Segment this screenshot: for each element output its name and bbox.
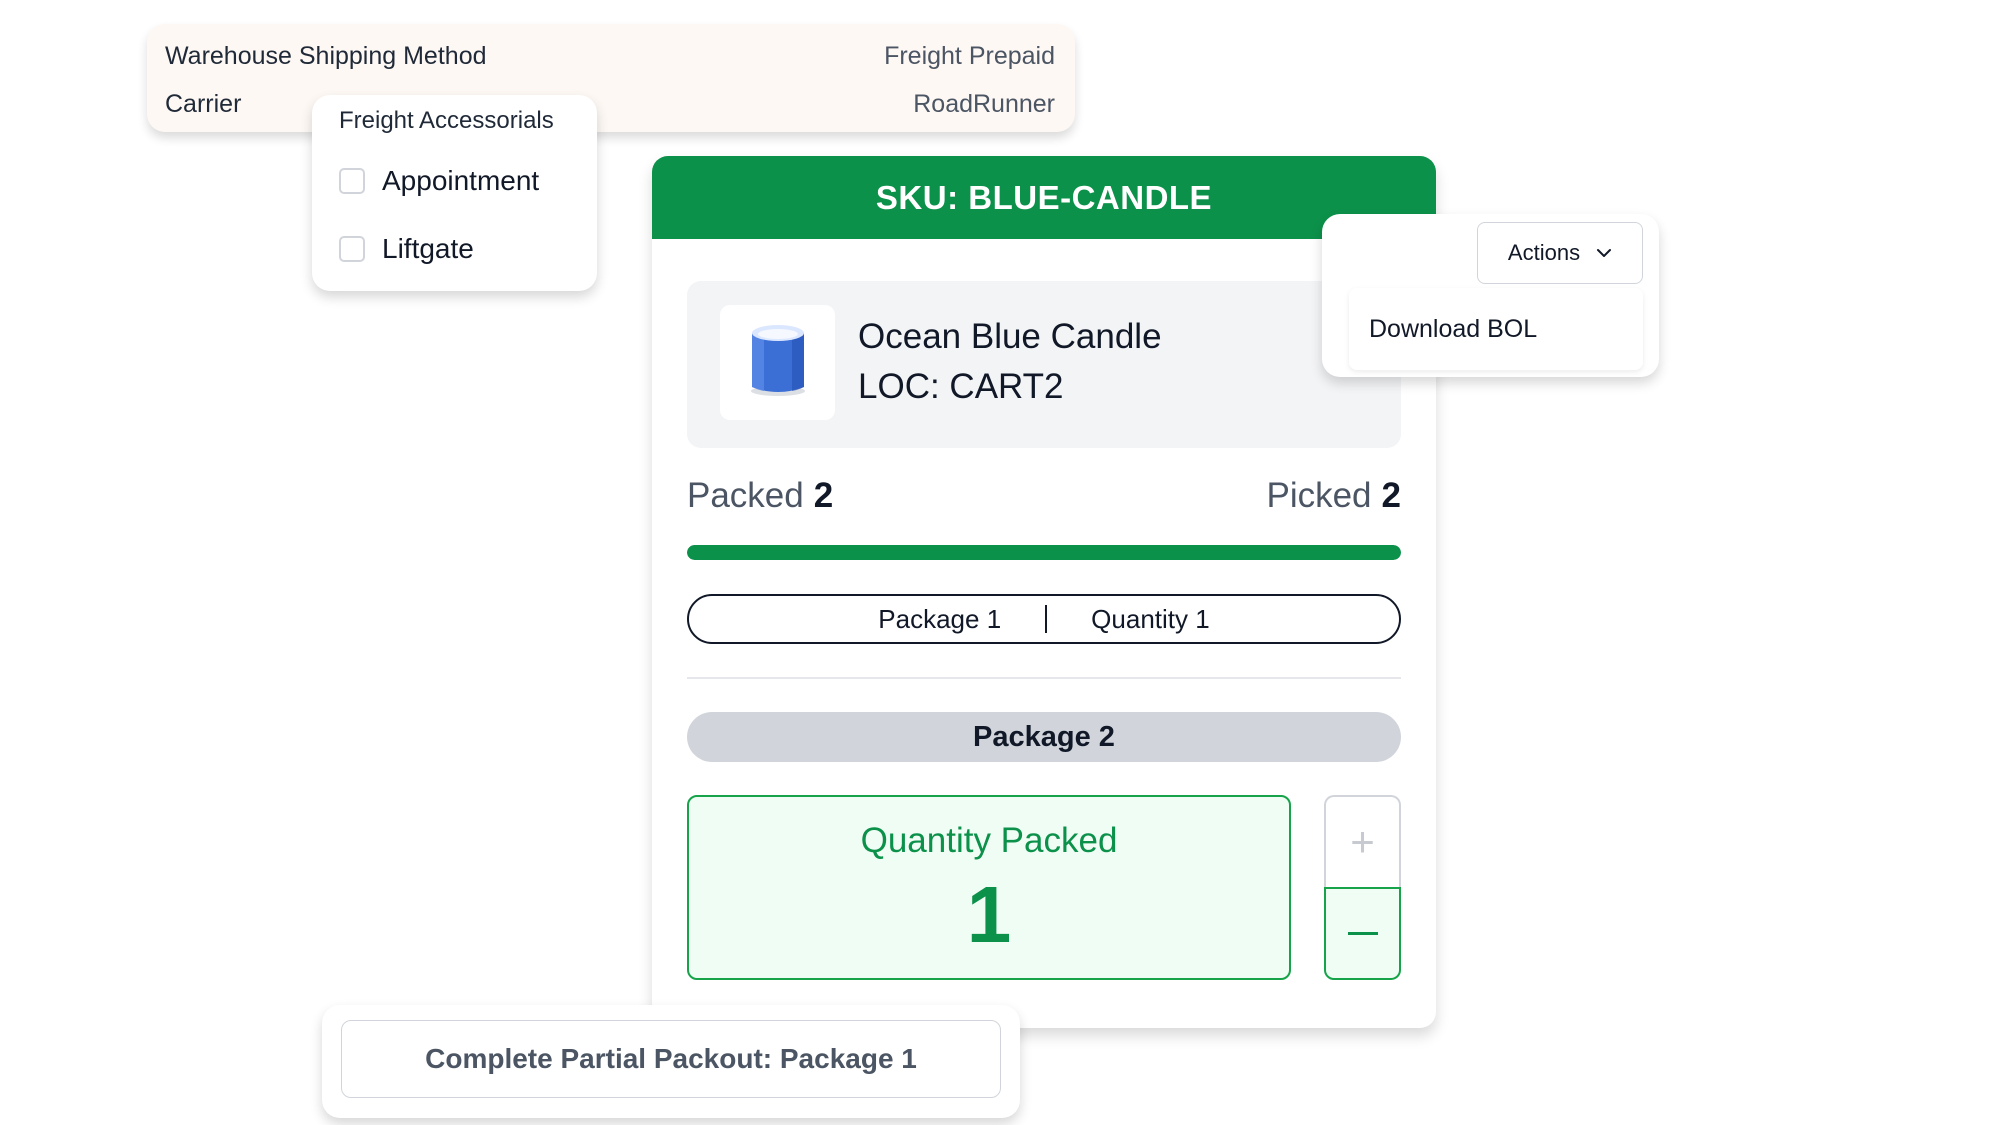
package-1-summary[interactable]: Package 1 Quantity 1 bbox=[687, 594, 1401, 644]
freight-accessorials-title: Freight Accessorials bbox=[339, 107, 554, 134]
shipping-info-card: Warehouse Shipping Method Freight Prepai… bbox=[147, 24, 1075, 132]
candle-thumbnail-icon bbox=[751, 325, 805, 396]
product-location: LOC: CART2 bbox=[858, 367, 1064, 406]
section-divider bbox=[687, 677, 1401, 679]
increment-button[interactable]: + bbox=[1324, 795, 1401, 887]
appointment-label: Appointment bbox=[382, 165, 540, 196]
sku-header: SKU: BLUE-CANDLE bbox=[652, 156, 1436, 239]
packed-label: Packed bbox=[687, 476, 804, 515]
picked-label: Picked bbox=[1266, 476, 1372, 515]
appointment-option[interactable]: Appointment bbox=[339, 165, 539, 197]
product-name: Ocean Blue Candle bbox=[858, 317, 1162, 356]
carrier-label: Carrier bbox=[165, 89, 242, 118]
quantity-packed-label: Quantity Packed bbox=[860, 821, 1118, 860]
plus-icon: + bbox=[1350, 818, 1375, 865]
sku-card: SKU: BLUE-CANDLE Ocean Blue Candle LOC: … bbox=[652, 156, 1436, 1028]
package-1-divider bbox=[1045, 605, 1048, 633]
liftgate-checkbox[interactable] bbox=[339, 236, 365, 262]
liftgate-option[interactable]: Liftgate bbox=[339, 233, 474, 265]
quantity-stepper: + bbox=[1324, 795, 1401, 980]
product-thumbnail bbox=[720, 305, 835, 420]
actions-button-label: Actions bbox=[1507, 240, 1581, 265]
liftgate-label: Liftgate bbox=[382, 233, 474, 264]
quantity-packed-value: 1 bbox=[966, 870, 1012, 959]
pack-progress-bar bbox=[687, 545, 1401, 560]
package-1-quantity: Quantity 1 bbox=[1091, 603, 1210, 634]
download-bol-menu-item[interactable]: Download BOL bbox=[1349, 288, 1643, 370]
quantity-packed-box: Quantity Packed 1 bbox=[687, 795, 1291, 980]
package-1-name: Package 1 bbox=[878, 603, 1002, 634]
shipping-method-row: Warehouse Shipping Method Freight Prepai… bbox=[165, 36, 1055, 76]
shipping-method-label: Warehouse Shipping Method bbox=[165, 41, 487, 70]
chevron-down-icon bbox=[1597, 249, 1612, 257]
minus-icon bbox=[1347, 932, 1378, 935]
picked-count: 2 bbox=[1381, 476, 1401, 515]
actions-dropdown: Actions Download BOL bbox=[1322, 214, 1659, 377]
appointment-checkbox[interactable] bbox=[339, 168, 365, 194]
freight-accessorials-card: Freight Accessorials Appointment Liftgat… bbox=[312, 95, 597, 291]
carrier-row: Carrier RoadRunner bbox=[165, 84, 1055, 124]
complete-partial-packout-button[interactable]: Complete Partial Packout: Package 1 bbox=[341, 1020, 1001, 1098]
pack-progress-fill bbox=[687, 545, 1401, 560]
packed-count: 2 bbox=[813, 476, 834, 515]
actions-button[interactable]: Actions bbox=[1477, 222, 1643, 284]
product-summary: Ocean Blue Candle LOC: CART2 bbox=[687, 281, 1401, 448]
partial-packout-panel: Complete Partial Packout: Package 1 bbox=[322, 1005, 1020, 1118]
decrement-button[interactable] bbox=[1324, 887, 1401, 980]
shipping-method-value: Freight Prepaid bbox=[884, 41, 1055, 70]
carrier-value: RoadRunner bbox=[913, 89, 1055, 118]
package-2-header: Package 2 bbox=[687, 712, 1401, 762]
